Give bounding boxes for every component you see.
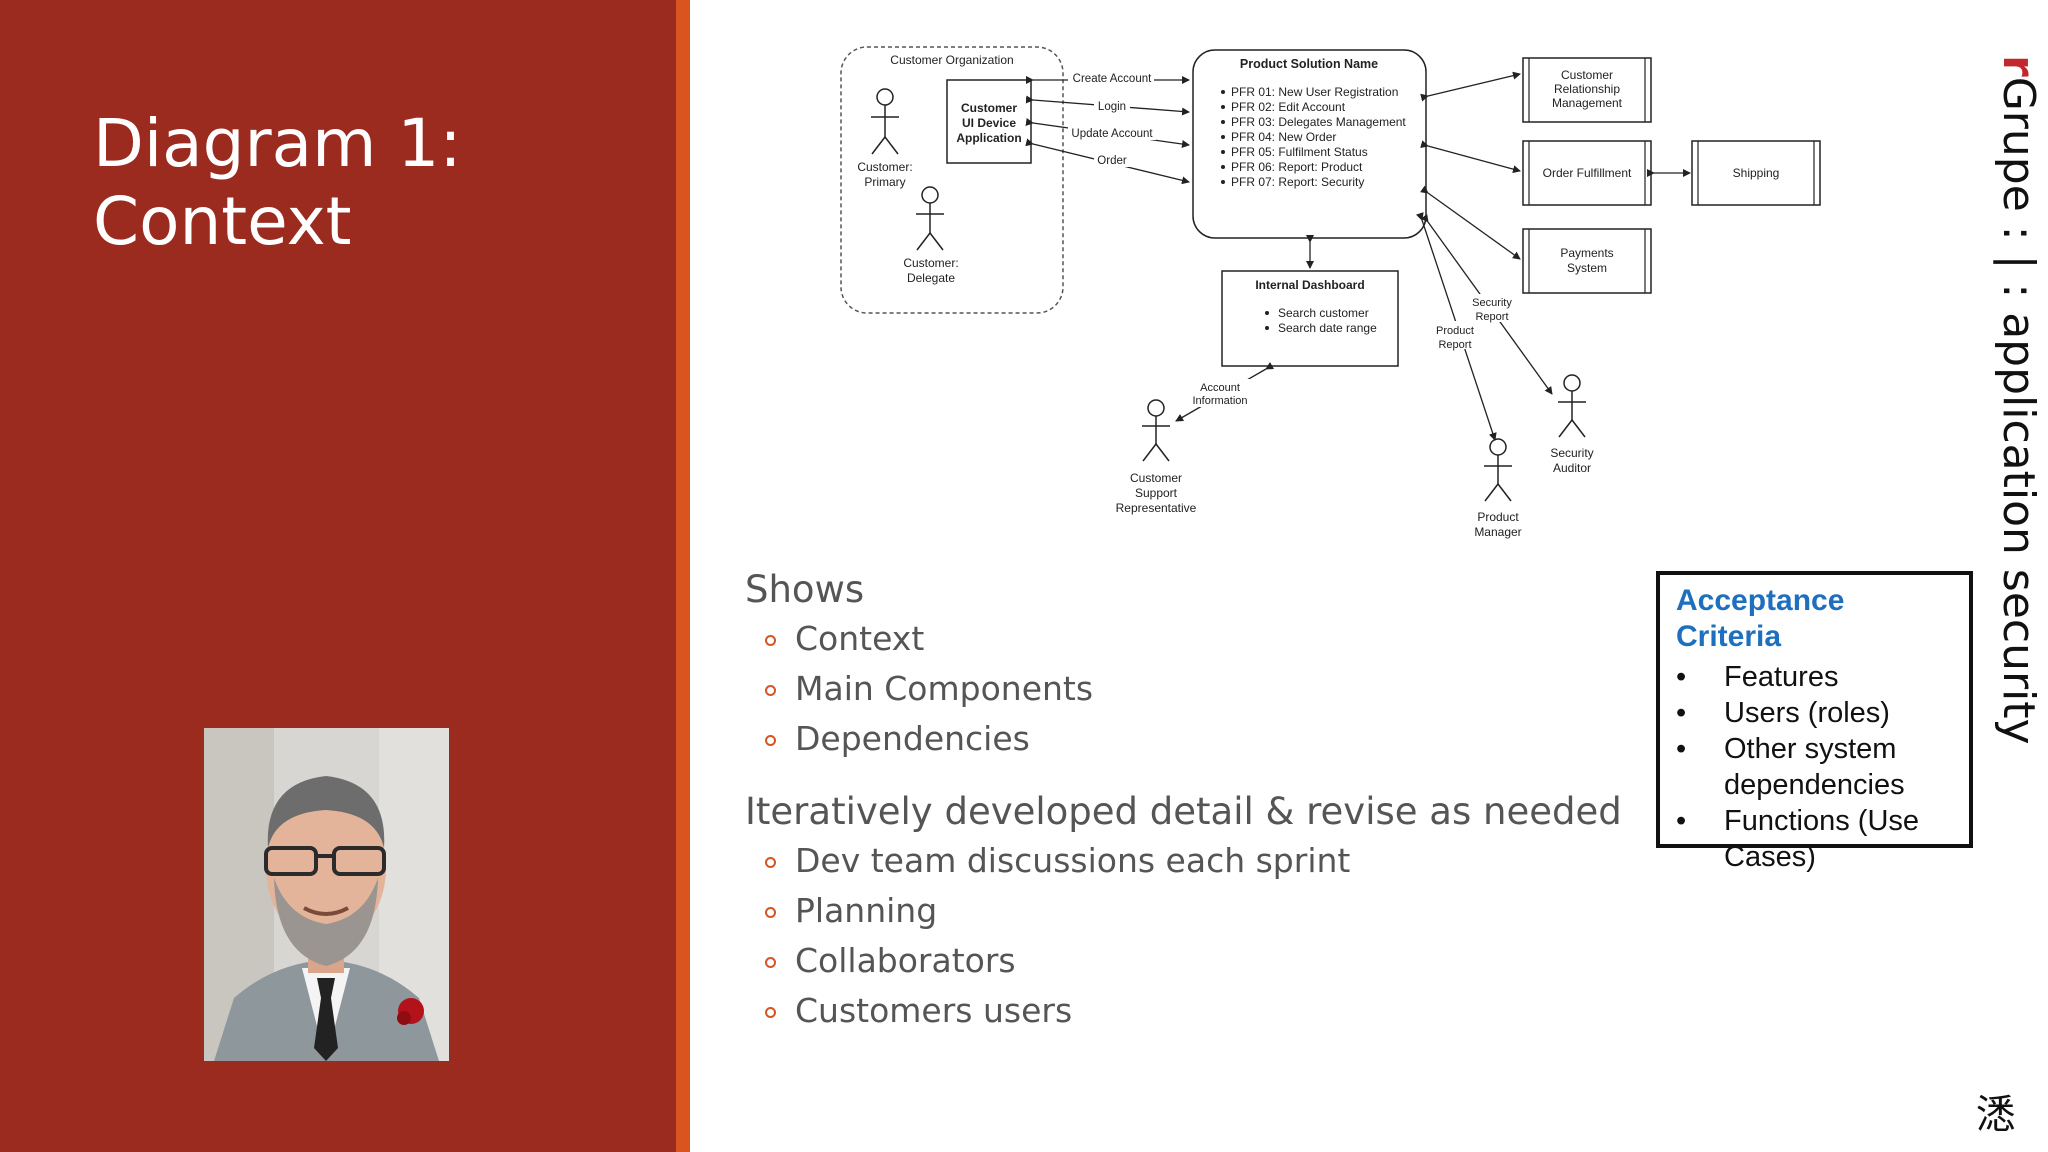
list-item: Context xyxy=(745,614,1093,664)
dashboard-title: Internal Dashboard xyxy=(1255,278,1364,292)
ring-bullet-icon xyxy=(765,1007,776,1018)
calligraphy-logo-icon: 㴽 xyxy=(1972,1088,2020,1138)
criteria-title: Acceptance Criteria xyxy=(1676,584,1845,653)
security-report-line1: Security xyxy=(1472,297,1512,309)
context-diagram: Customer Organization Customer UI Device… xyxy=(840,46,1821,539)
dashboard-box xyxy=(1221,270,1399,367)
flow-update-account: Update Account xyxy=(1071,128,1153,140)
dashboard-item1: Search customer xyxy=(1278,306,1369,320)
criteria-list: Features Users (roles) Other system depe… xyxy=(1660,659,2040,875)
product-report-line2: Report xyxy=(1438,339,1471,351)
svg-text:PFR 06: Report: Product: PFR 06: Report: Product xyxy=(1231,160,1363,174)
shipping-label: Shipping xyxy=(1733,166,1780,180)
list-item: Dependencies xyxy=(745,714,1093,764)
solution-title: Product Solution Name xyxy=(1240,57,1378,71)
payments-line2: System xyxy=(1567,261,1607,275)
dashboard-item2: Search date range xyxy=(1278,321,1377,335)
heading-iterative: Iteratively developed detail & revise as… xyxy=(745,790,1622,833)
crm-line1: Customer xyxy=(1561,68,1613,82)
list-item: Collaborators xyxy=(745,936,1350,986)
customer-primary-label2: Primary xyxy=(864,175,905,189)
bullet-section: Shows Context Main Components Dependenci… xyxy=(745,568,1622,1030)
list-item: Customers users xyxy=(745,986,1350,1036)
support-rep-line2: Support xyxy=(1135,486,1178,500)
presenter-photo xyxy=(204,728,449,1061)
actor-customer-primary-icon xyxy=(871,88,899,155)
account-info-line1: Account xyxy=(1200,382,1240,394)
crm-line2: Relationship xyxy=(1554,82,1620,96)
flow-order: Order xyxy=(1097,155,1127,167)
svg-text:PFR 02: Edit Account: PFR 02: Edit Account xyxy=(1231,100,1346,114)
slide-title: Diagram 1: Context xyxy=(93,105,462,261)
svg-text:rGrupe : | : application secur: rGrupe : | : application security xyxy=(1993,55,2040,745)
list-item: Main Components xyxy=(745,664,1093,714)
accent-stripe xyxy=(676,0,690,1152)
customer-org-label: Customer Organization xyxy=(890,53,1013,67)
svg-text:PFR 05: Fulfilment Status: PFR 05: Fulfilment Status xyxy=(1231,145,1368,159)
payments-line1: Payments xyxy=(1560,246,1613,260)
ui-app-line1: Customer xyxy=(961,101,1017,115)
product-manager-line2: Manager xyxy=(1474,525,1521,539)
account-info-line2: Information xyxy=(1192,395,1247,407)
actor-security-auditor-icon xyxy=(1558,374,1586,438)
list-shows: Context Main Components Dependencies xyxy=(745,614,1093,764)
customer-primary-label1: Customer: xyxy=(857,160,912,174)
criteria-item: Other system dependencies xyxy=(1660,731,1974,803)
svg-text:PFR 03: Delegates Management: PFR 03: Delegates Management xyxy=(1231,115,1406,129)
ring-bullet-icon xyxy=(765,735,776,746)
slide-title-line1: Diagram 1: xyxy=(93,105,462,182)
svg-text:㴽: 㴽 xyxy=(1976,1092,2016,1136)
solution-box xyxy=(1192,49,1427,239)
security-report-line2: Report xyxy=(1475,311,1508,323)
criteria-item: Features xyxy=(1660,659,1974,695)
criteria-item: Users (roles) xyxy=(1660,695,1974,731)
ring-bullet-icon xyxy=(765,635,776,646)
brand-grupe: Grupe : | : application security xyxy=(1993,77,2040,745)
list-item: Planning xyxy=(745,886,1350,936)
svg-text:PFR 04: New Order: PFR 04: New Order xyxy=(1231,130,1336,144)
ring-bullet-icon xyxy=(765,685,776,696)
customer-delegate-label1: Customer: xyxy=(903,256,958,270)
flow-create-account: Create Account xyxy=(1073,73,1152,85)
heading-shows: Shows xyxy=(745,568,865,611)
svg-text:PFR 07: Report: Security: PFR 07: Report: Security xyxy=(1231,175,1364,189)
acceptance-criteria-box: Acceptance Criteria Features Users (role… xyxy=(1656,571,1973,873)
actor-customer-delegate-icon xyxy=(916,186,944,251)
solution-items: PFR 01: New User Registration PFR 02: Ed… xyxy=(1221,85,1406,189)
flow-login: Login xyxy=(1098,101,1126,113)
ui-app-line3: Application xyxy=(956,131,1021,145)
ring-bullet-icon xyxy=(765,957,776,968)
customer-delegate-label2: Delegate xyxy=(907,271,955,285)
list-iterative: Dev team discussions each sprint Plannin… xyxy=(745,836,1350,1036)
ui-app-line2: UI Device xyxy=(962,116,1016,130)
svg-text:PFR 01: New User Registration: PFR 01: New User Registration xyxy=(1231,85,1398,99)
security-auditor-line2: Auditor xyxy=(1553,461,1591,475)
ring-bullet-icon xyxy=(765,907,776,918)
order-fulfillment-box xyxy=(1522,140,1652,206)
brand-vertical-text: rGrupe : | : application security xyxy=(1993,55,2040,745)
product-manager-line1: Product xyxy=(1477,510,1519,524)
support-rep-line1: Customer xyxy=(1130,471,1182,485)
list-item: Dev team discussions each sprint xyxy=(745,836,1350,886)
brand-r: r xyxy=(1993,55,2040,77)
product-report-line1: Product xyxy=(1436,325,1474,337)
criteria-item: Functions (Use Cases) xyxy=(1660,803,1974,875)
order-fulfillment-label: Order Fulfillment xyxy=(1543,166,1632,180)
crm-line3: Management xyxy=(1552,96,1623,110)
support-rep-line3: Representative xyxy=(1116,501,1197,515)
actor-product-manager-icon xyxy=(1484,438,1512,502)
ui-app-box xyxy=(946,79,1032,164)
slide-title-line2: Context xyxy=(93,183,352,260)
ring-bullet-icon xyxy=(765,857,776,868)
crm-box xyxy=(1522,57,1652,123)
shipping-box xyxy=(1691,140,1821,206)
actor-support-rep-icon xyxy=(1142,399,1170,462)
security-auditor-line1: Security xyxy=(1550,446,1593,460)
